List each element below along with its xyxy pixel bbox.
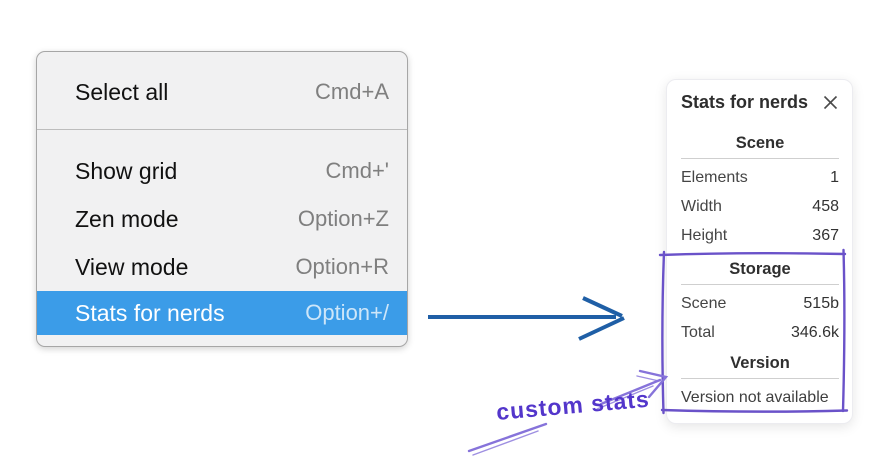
menu-item-label: Select all bbox=[75, 78, 169, 105]
menu-item-shortcut: Option+R bbox=[295, 254, 389, 279]
stat-label: Width bbox=[681, 197, 722, 215]
close-icon bbox=[823, 95, 837, 109]
section-title: Storage bbox=[729, 260, 791, 278]
stat-value: 346.6k bbox=[790, 323, 839, 341]
stat-value: 1 bbox=[830, 168, 839, 186]
menu-item-select-all[interactable]: Select all Cmd+A bbox=[37, 68, 407, 116]
panel-title: Stats for nerds bbox=[681, 91, 809, 112]
menu-item-label: Zen mode bbox=[75, 205, 179, 232]
close-button[interactable] bbox=[821, 93, 839, 111]
stat-row-total-storage: Total 346.6k bbox=[681, 318, 839, 347]
stat-value: 515b bbox=[803, 294, 839, 312]
stat-label: Elements bbox=[681, 168, 748, 186]
section-title: Version bbox=[730, 354, 790, 372]
section-title: Scene bbox=[735, 134, 785, 152]
flow-arrow-icon bbox=[428, 296, 625, 341]
version-note: Version not available bbox=[681, 389, 829, 406]
stat-label: Total bbox=[681, 323, 715, 341]
stat-row-scene-storage: Scene 515b bbox=[681, 289, 839, 318]
menu-item-stats-for-nerds[interactable]: Stats for nerds Option+/ bbox=[37, 291, 407, 335]
menu-item-label: Show grid bbox=[75, 157, 178, 184]
context-menu: Select all Cmd+A Show grid Cmd+' Zen mod… bbox=[36, 51, 408, 347]
section-divider bbox=[681, 378, 839, 379]
panel-header: Stats for nerds bbox=[681, 92, 839, 112]
menu-item-label: View mode bbox=[75, 253, 189, 280]
stat-value: 458 bbox=[812, 197, 839, 215]
stat-value: 367 bbox=[812, 226, 839, 244]
stat-row-elements: Elements 1 bbox=[681, 163, 839, 192]
section-scene: Scene Elements 1 Width 458 Height 367 bbox=[681, 133, 839, 250]
menu-item-shortcut: Cmd+A bbox=[315, 79, 389, 104]
stat-label: Scene bbox=[681, 294, 727, 312]
menu-item-label: Stats for nerds bbox=[75, 299, 225, 326]
menu-item-show-grid[interactable]: Show grid Cmd+' bbox=[37, 147, 407, 195]
menu-item-shortcut: Option+Z bbox=[297, 206, 389, 231]
section-version: Version Version not available bbox=[681, 353, 839, 409]
stat-row-height: Height 367 bbox=[681, 221, 839, 250]
menu-item-shortcut: Cmd+' bbox=[325, 158, 390, 183]
menu-item-shortcut: Option+/ bbox=[305, 300, 389, 325]
section-divider bbox=[681, 158, 839, 159]
stats-for-nerds-panel: Stats for nerds Scene Elements 1 Width 4… bbox=[666, 79, 853, 424]
section-divider bbox=[681, 284, 839, 285]
stat-label: Height bbox=[681, 226, 728, 244]
menu-item-zen-mode[interactable]: Zen mode Option+Z bbox=[37, 195, 407, 243]
menu-separator bbox=[37, 129, 407, 130]
custom-stats-annotation: custom stats bbox=[495, 385, 651, 425]
menu-item-view-mode[interactable]: View mode Option+R bbox=[37, 243, 407, 291]
stat-row-width: Width 458 bbox=[681, 192, 839, 221]
section-storage: Storage Scene 515b Total 346.6k bbox=[681, 259, 839, 347]
